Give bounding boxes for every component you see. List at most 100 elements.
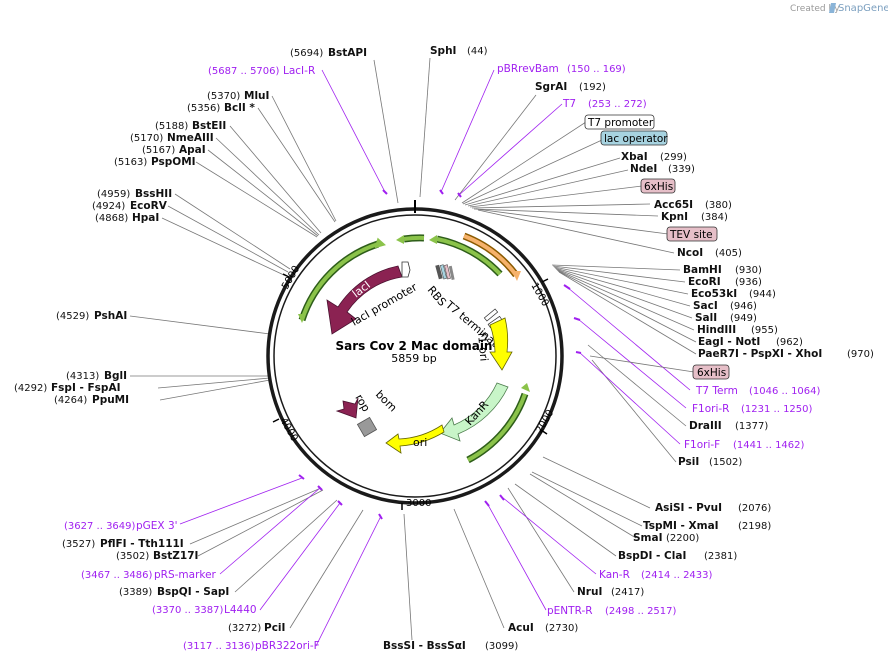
primer-range: (253 .. 272) xyxy=(588,99,647,110)
primer-name[interactable]: Kan-R xyxy=(599,569,630,581)
enzyme-pos: (936) xyxy=(735,277,762,288)
enzyme-name[interactable]: BstZ17I xyxy=(153,550,198,562)
scale-ticks xyxy=(272,273,549,510)
enzyme-name[interactable]: KpnI xyxy=(661,211,688,223)
tick-label-4000: 4000 xyxy=(277,416,299,444)
primer-name[interactable]: pBR322ori-F xyxy=(255,640,320,652)
enzyme-name[interactable]: HindIII xyxy=(697,324,736,336)
primer-name[interactable]: T7 xyxy=(562,98,576,110)
primer-range: (3370 .. 3387) xyxy=(152,605,224,616)
primer-name[interactable]: pENTR-R xyxy=(547,605,593,617)
primer-name[interactable]: F1ori-F xyxy=(684,439,720,451)
enzyme-name[interactable]: MluI xyxy=(244,90,269,102)
enzyme-name[interactable]: SacI xyxy=(693,300,718,312)
primer-name[interactable]: L4440 xyxy=(224,604,257,616)
primer-name[interactable]: F1ori-R xyxy=(692,403,729,415)
primer-labels: (5687 .. 5706) LacI-R pBRrevBam (150 .. … xyxy=(64,63,821,652)
enzyme-name[interactable]: AsiSI - PvuI xyxy=(655,502,722,514)
enzyme-name[interactable]: BclI * xyxy=(224,102,255,114)
primer-name[interactable]: T7 Term xyxy=(695,385,738,397)
enzyme-name[interactable]: NmeAIII xyxy=(167,132,214,144)
enzyme-name[interactable]: ApaI xyxy=(179,144,206,156)
enzyme-pos: (2200) xyxy=(666,533,699,544)
rop-feature[interactable] xyxy=(335,397,359,419)
enzyme-name[interactable]: PflFI - Tth111I xyxy=(100,538,184,550)
enzyme-name[interactable]: BglI xyxy=(104,370,127,382)
enzyme-name[interactable]: SalI xyxy=(695,312,717,324)
enzyme-name[interactable]: HpaI xyxy=(132,212,159,224)
t7-promoter-box[interactable] xyxy=(584,114,655,130)
enzyme-name[interactable]: BssSI - BssSαI xyxy=(383,640,466,652)
kanr-feature[interactable] xyxy=(439,382,509,442)
enzyme-name[interactable]: SphI xyxy=(430,45,456,57)
enzyme-name[interactable]: BamHI xyxy=(683,264,722,276)
enzyme-name[interactable]: PshAI xyxy=(94,310,127,322)
ori-feature[interactable] xyxy=(385,424,445,454)
primer-range: (2498 .. 2517) xyxy=(605,606,677,617)
enzyme-name[interactable]: DraIII xyxy=(689,420,722,432)
enzyme-name[interactable]: PaeR7I - PspXI - XhoI xyxy=(698,348,822,360)
f1-ori-label: f1 ori xyxy=(475,332,490,362)
lac-operator-box[interactable] xyxy=(600,130,668,146)
enzyme-name[interactable]: BspQI - SapI xyxy=(157,586,229,598)
enzyme-pos: (4868) xyxy=(95,213,128,224)
enzyme-name[interactable]: Eco53kI xyxy=(691,288,737,300)
enzyme-pos: (405) xyxy=(715,248,742,259)
primer-name[interactable]: pBRrevBam xyxy=(497,63,559,75)
enzyme-pos: (5694) xyxy=(290,48,323,59)
primer-name[interactable]: pRS-marker xyxy=(154,569,217,581)
enzyme-name[interactable]: PspOMI xyxy=(151,156,196,168)
enzyme-pos: (5356) xyxy=(187,103,220,114)
f1-ori-feature[interactable] xyxy=(489,317,513,371)
enzyme-pos: (930) xyxy=(735,265,762,276)
tev-site-box[interactable] xyxy=(666,226,718,242)
primer-range: (1441 .. 1462) xyxy=(733,440,805,451)
enzyme-name[interactable]: EagI - NotI xyxy=(698,336,760,348)
enzyme-pos: (5167) xyxy=(142,145,175,156)
brand-prefix: Created by xyxy=(790,4,840,14)
enzyme-name[interactable]: BspDI - ClaI xyxy=(618,550,686,562)
enzyme-pos: (339) xyxy=(668,164,695,175)
snapgene-logo-icon xyxy=(829,3,836,13)
primer-name[interactable]: pGEX 3' xyxy=(136,520,178,532)
enzyme-pos: (2730) xyxy=(545,623,578,634)
backbone-inner xyxy=(273,214,557,498)
enzyme-pos: (1377) xyxy=(735,421,768,432)
enzyme-name[interactable]: NdeI xyxy=(630,163,657,175)
his-tag-box-2[interactable] xyxy=(692,364,730,380)
enzyme-name[interactable]: SmaI xyxy=(633,532,663,544)
enzyme-pos: (2417) xyxy=(611,587,644,598)
bom-feature[interactable] xyxy=(356,416,378,438)
enzyme-name[interactable]: XbaI xyxy=(621,151,648,163)
enzyme-name[interactable]: PciI xyxy=(264,622,285,634)
enzyme-labels: (5694) BstAPI SphI (44) SgrAI (192) XbaI… xyxy=(14,45,874,652)
enzyme-pos: (3502) xyxy=(116,551,149,562)
t7-region-blocks xyxy=(435,264,455,281)
enzyme-name[interactable]: AcuI xyxy=(508,622,534,634)
enzyme-name[interactable]: PsiI xyxy=(678,456,699,468)
enzyme-name[interactable]: TspMI - XmaI xyxy=(643,520,719,532)
enzyme-name[interactable]: Acc65I xyxy=(654,199,693,211)
enzyme-name[interactable]: PpuMI xyxy=(92,394,129,406)
enzyme-name[interactable]: EcoRI xyxy=(688,276,721,288)
enzyme-name[interactable]: BstAPI xyxy=(328,47,367,59)
enzyme-name[interactable]: NruI xyxy=(577,586,602,598)
his-tag-box-1[interactable] xyxy=(640,178,676,194)
primer-marks xyxy=(298,189,582,520)
primer-name[interactable]: LacI-R xyxy=(283,65,315,77)
lacI-feature[interactable] xyxy=(326,265,403,335)
enzyme-name[interactable]: SgrAI xyxy=(535,81,567,93)
enzyme-name[interactable]: BstEII xyxy=(192,120,226,132)
enzyme-name[interactable]: NcoI xyxy=(677,247,703,259)
enzyme-name[interactable]: EcoRV xyxy=(130,200,168,212)
primer-leader-lines xyxy=(179,69,691,647)
plasmid-name: Sars Cov 2 Mac domain xyxy=(336,339,493,353)
tick-label-5000: 5000 xyxy=(280,264,302,292)
ori-label: ori xyxy=(413,436,427,449)
t7-promoter-label: T7 promoter xyxy=(587,117,654,129)
enzyme-name[interactable]: BssHII xyxy=(135,188,172,200)
lacI-promoter-feature[interactable] xyxy=(401,261,411,278)
enzyme-name[interactable]: FspI - FspAI xyxy=(51,382,121,394)
enzyme-pos: (3099) xyxy=(485,641,518,652)
